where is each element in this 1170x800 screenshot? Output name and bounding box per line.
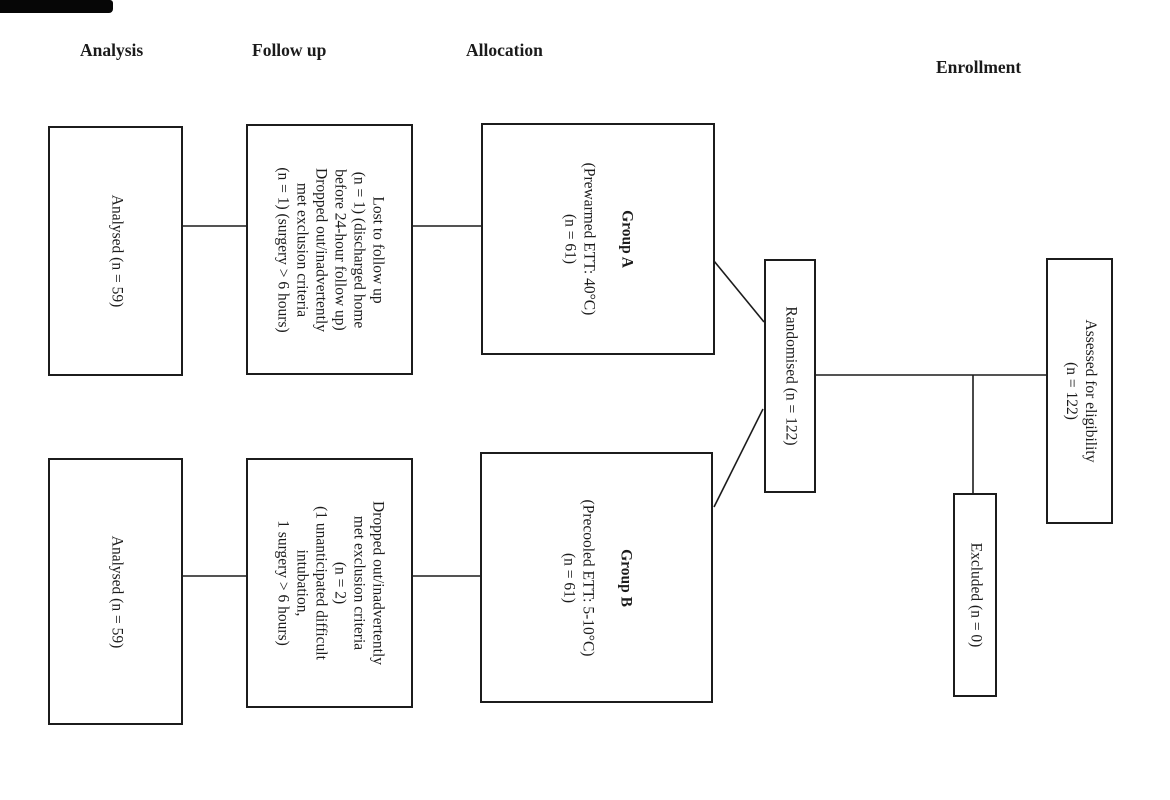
excluded-label: Excluded (n = 0) — [967, 542, 985, 648]
group-a-title: Group A — [618, 210, 636, 268]
group-b-body: (Precooled ETT: 5-10°C) (n = 61) — [560, 499, 597, 656]
assessed-eligibility-box: Assessed for eligibility (n = 122) — [1046, 258, 1113, 524]
analysed-a-box: Analysed (n = 59) — [48, 126, 183, 376]
column-header-allocation: Allocation — [466, 40, 543, 60]
assessed-eligibility-label: Assessed for eligibility (n = 122) — [1062, 319, 1099, 463]
scan-artifact-mark — [0, 0, 113, 13]
followup-a-box: Lost to follow up (n = 1) (discharged ho… — [246, 124, 413, 375]
group-b-box: Group B (Precooled ETT: 5-10°C) (n = 61) — [480, 452, 713, 703]
analysed-a-label: Analysed (n = 59) — [107, 194, 125, 308]
followup-a-label: Lost to follow up (n = 1) (discharged ho… — [274, 166, 387, 333]
followup-b-label: Dropped out/inadvertently met exclusion … — [274, 501, 387, 665]
randomised-box: Randomised (n = 122) — [764, 259, 816, 493]
group-a-body: (Prewarmed ETT: 40°C) (n = 61) — [562, 162, 598, 316]
column-header-enrollment: Enrollment — [936, 57, 1022, 77]
analysed-b-label: Analysed (n = 59) — [107, 535, 125, 648]
column-header-analysis: Analysis — [80, 40, 144, 60]
group-b-label: Group B (Precooled ETT: 5-10°C) (n = 61) — [540, 456, 653, 700]
connector-group-a-randomised — [713, 260, 765, 323]
group-a-box: Group A (Prewarmed ETT: 40°C) (n = 61) — [481, 123, 715, 355]
connector-randomised-group-b — [713, 408, 764, 508]
followup-b-box: Dropped out/inadvertently met exclusion … — [246, 458, 413, 708]
randomised-label: Randomised (n = 122) — [782, 306, 800, 446]
column-header-follow-up: Follow up — [252, 40, 327, 60]
group-a-label: Group A (Prewarmed ETT: 40°C) (n = 61) — [541, 126, 654, 352]
excluded-box: Excluded (n = 0) — [953, 493, 997, 697]
group-b-title: Group B — [617, 548, 635, 607]
analysed-b-box: Analysed (n = 59) — [48, 458, 183, 725]
